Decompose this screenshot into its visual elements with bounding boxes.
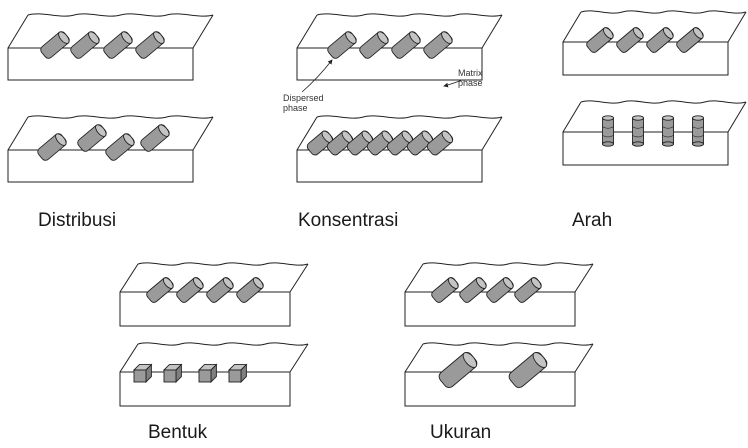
slab-ukuran-top-back-edge [422,262,594,266]
slab-distribusi-bottom-back-edge [27,115,214,119]
particle-arah-bottom-4 [692,115,704,147]
particle-bentuk-bottom-3 [197,363,218,384]
leader-matrix-phase [443,79,463,88]
slab-ukuran-bottom-front-face [404,371,576,407]
particle-konsentrasi-bottom-1 [306,130,334,156]
particle-konsentrasi-top-4 [423,31,453,59]
slab-arah-bottom-left-edge [562,101,582,133]
slab-ukuran-bottom [404,342,594,407]
slab-distribusi-bottom-right-edge [192,116,214,151]
slab-bentuk-top-front-face [119,291,291,327]
slab-arah-bottom [562,100,747,166]
slab-konsentrasi-bottom-back-edge [316,115,503,119]
particle-arah-bottom-1 [602,115,614,147]
slab-bentuk-bottom-left-edge [119,343,139,373]
leader-dispersed-phase [301,59,333,93]
particle-bentuk-bottom-4 [227,363,248,384]
slab-arah-top-back-edge [580,10,747,14]
slab-konsentrasi-bottom-front-face [296,149,483,183]
particle-konsentrasi-top-3 [391,31,421,59]
slab-arah-bottom-right-edge [727,101,747,133]
caption-bentuk: Bentuk [148,422,208,443]
particle-bentuk-top-3 [206,277,234,303]
slab-arah-top-left-edge [562,11,582,43]
slab-ukuran-top-left-edge [404,263,424,293]
particle-konsentrasi-bottom-2 [326,130,354,156]
particle-konsentrasi-top-2 [359,31,389,59]
slab-distribusi-bottom-front-face [7,149,194,183]
particle-bentuk-bottom-1 [132,363,153,384]
particle-distribusi-bottom-2 [77,124,107,152]
caption-arah: Arah [572,210,613,231]
slab-bentuk-top-left-edge [119,263,139,293]
caption-konsentrasi: Konsentrasi [298,210,399,231]
particle-distribusi-bottom-4 [140,124,170,152]
particle-ukuran-bottom-1 [438,352,478,388]
slab-ukuran-bottom-back-edge [422,342,594,346]
slab-bentuk-bottom-right-edge [289,343,309,373]
particle-distribusi-top-1 [40,31,70,59]
particle-konsentrasi-bottom-7 [426,130,454,156]
slab-konsentrasi-bottom-left-edge [296,116,318,151]
particle-arah-top-4 [676,27,704,53]
particle-arah-top-1 [586,27,614,53]
slab-distribusi-top-back-edge [27,13,214,17]
particle-bentuk-bottom-2 [162,363,183,384]
slab-bentuk-top-right-edge [289,263,309,293]
caption-distribusi: Distribusi [38,210,117,231]
caption-ukuran: Ukuran [430,422,492,443]
particle-bentuk-top-4 [236,277,264,303]
particle-distribusi-top-4 [135,31,165,59]
particle-ukuran-top-2 [459,277,487,303]
slab-ukuran-top-right-edge [574,263,594,293]
slab-distribusi-top-left-edge [7,14,29,49]
particle-ukuran-top-4 [514,277,542,303]
slab-distribusi-top-right-edge [192,14,214,49]
particle-arah-top-3 [646,27,674,53]
slab-arah-bottom-back-edge [580,100,747,104]
particle-konsentrasi-top-1 [327,31,357,59]
particle-arah-bottom-2 [632,115,644,147]
slab-konsentrasi-top-right-edge [481,14,503,49]
slab-ukuran-bottom-right-edge [574,343,594,373]
particle-arah-top-2 [616,27,644,53]
slab-bentuk-top-back-edge [137,262,309,266]
slab-bentuk-bottom-back-edge [137,342,309,346]
particle-distribusi-top-3 [103,31,133,59]
slab-distribusi-bottom-left-edge [7,116,29,151]
slab-konsentrasi-top-left-edge [296,14,318,49]
particle-konsentrasi-bottom-6 [406,130,434,156]
slab-konsentrasi-top-back-edge [316,13,503,17]
slab-distribusi-top-front-face [7,47,194,81]
particle-ukuran-top-1 [431,277,459,303]
particle-ukuran-top-3 [486,277,514,303]
particle-distribusi-bottom-3 [105,133,135,161]
particle-ukuran-bottom-2 [508,352,548,388]
label-dispersed-phase: Dispersed phase [283,93,324,113]
slab-ukuran-bottom-left-edge [404,343,424,373]
slab-arah-top-right-edge [727,11,747,43]
slab-konsentrasi-bottom-right-edge [481,116,503,151]
label-matrix-phase: Matrix phase [458,68,483,88]
particle-distribusi-bottom-1 [37,133,67,161]
particle-arah-bottom-3 [662,115,674,147]
slab-konsentrasi-top-front-face [296,47,483,81]
particle-distribusi-top-2 [70,31,100,59]
particle-bentuk-top-2 [176,277,204,303]
particle-bentuk-top-1 [146,277,174,303]
